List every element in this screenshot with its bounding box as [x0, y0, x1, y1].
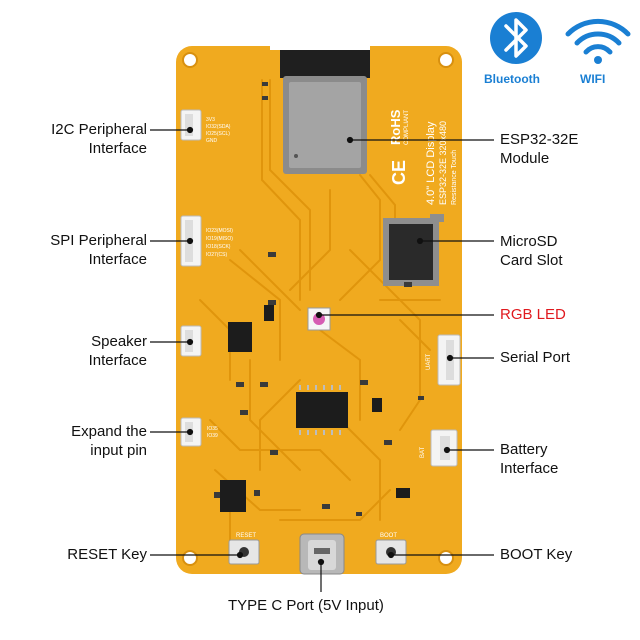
- lcd-silkscreen: 4.0" LCD Display ESP32-32E 320x480 Resis…: [425, 121, 458, 205]
- callout-lines: [150, 126, 494, 592]
- svg-text:COMPLIANT: COMPLIANT: [404, 110, 410, 145]
- svg-text:IO18(SCK): IO18(SCK): [206, 244, 231, 250]
- usb-type-c-port: [299, 533, 345, 575]
- svg-text:IO35: IO35: [207, 426, 218, 432]
- callout-serial: Serial Port: [500, 349, 571, 366]
- svg-text:GND: GND: [206, 138, 218, 144]
- spi-pin-labels: IO23(MOSI) IO19(MISO) IO18(SCK) IO27(CS): [206, 228, 233, 258]
- ce-mark: CE: [389, 160, 409, 185]
- svg-text:RoHS: RoHS: [388, 109, 403, 145]
- i2c-pin-labels: 3V3 IO32(SDA) IO25(SCL) GND: [206, 117, 231, 144]
- svg-text:BAT: BAT: [420, 446, 426, 458]
- callout-rgb-led: RGB LED: [500, 306, 566, 323]
- bluetooth-icon: [490, 12, 542, 64]
- svg-text:CE: CE: [389, 160, 409, 185]
- callout-boot: BOOT Key: [500, 546, 573, 563]
- expand-pin-labels: IO35 IO39: [207, 426, 218, 439]
- ic-chips: [220, 305, 410, 512]
- bat-silk: BAT: [420, 446, 426, 458]
- rohs-mark: RoHS COMPLIANT: [388, 109, 410, 145]
- svg-text:UART: UART: [426, 353, 432, 370]
- mounting-hole: [182, 52, 198, 68]
- svg-text:ESP32-32E 320x480: ESP32-32E 320x480: [438, 121, 448, 205]
- wifi-icon: [565, 18, 631, 64]
- uart-silk: UART: [426, 353, 432, 370]
- callout-reset: RESET Key: [67, 546, 147, 563]
- passive-components: [214, 82, 424, 516]
- boot-silk: BOOT: [380, 533, 397, 539]
- esp32-module: [280, 50, 370, 174]
- usb-serial-chip: [296, 392, 348, 428]
- chip-pins: [299, 385, 341, 435]
- callout-typec: TYPE C Port (5V Input): [228, 597, 384, 614]
- bluetooth-caption: Bluetooth: [484, 72, 540, 86]
- mounting-hole: [182, 550, 198, 566]
- svg-text:IO23(MOSI): IO23(MOSI): [206, 228, 233, 234]
- regulator-chip: [220, 480, 246, 512]
- speaker-amp-chip: [228, 322, 252, 352]
- reset-silk: RESET: [236, 533, 256, 539]
- microsd-slot: [383, 214, 444, 286]
- battery-connector: [430, 429, 458, 467]
- mounting-hole: [438, 550, 454, 566]
- svg-text:Resistance Touch: Resistance Touch: [451, 150, 458, 205]
- i2c-connector: [180, 109, 202, 141]
- svg-text:IO32(SDA): IO32(SDA): [206, 124, 231, 130]
- rgb-led: [307, 307, 331, 331]
- svg-text:IO27(CS): IO27(CS): [206, 252, 227, 258]
- pcb-traces: [199, 79, 441, 541]
- svg-text:4.0" LCD Display: 4.0" LCD Display: [425, 121, 437, 205]
- svg-text:IO19(MISO): IO19(MISO): [206, 236, 233, 242]
- svg-text:IO39: IO39: [207, 433, 218, 439]
- mounting-hole: [438, 52, 454, 68]
- reset-key: [228, 539, 260, 565]
- svg-text:3V3: 3V3: [206, 117, 215, 123]
- svg-text:IO25(SCL): IO25(SCL): [206, 131, 230, 137]
- wifi-caption: WIFI: [580, 72, 606, 86]
